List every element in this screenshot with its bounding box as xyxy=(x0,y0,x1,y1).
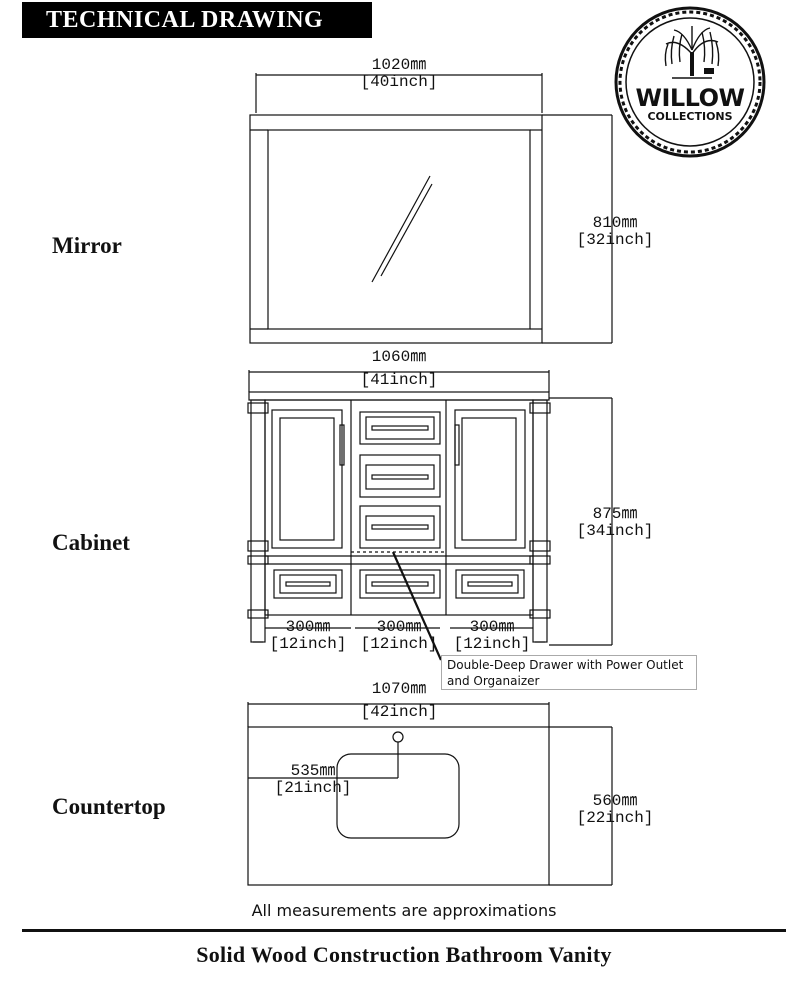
header-title: TECHNICAL DRAWING xyxy=(46,6,324,33)
bay-center-dim: 300㎜ [12inch] xyxy=(354,619,444,653)
logo-subtitle: COLLECTIONS xyxy=(647,110,733,123)
mirror-height-mm: 810㎜ xyxy=(592,214,638,232)
footer-divider xyxy=(22,929,786,932)
mirror-width-mm: 1020㎜ xyxy=(371,56,427,74)
countertop-drawing xyxy=(247,702,613,886)
countertop-label: Countertop xyxy=(52,794,166,819)
cabinet-width-dim: 1060㎜ [41inch] xyxy=(349,349,449,389)
sink-offset-dim: 535㎜ [21inch] xyxy=(258,763,368,797)
cabinet-label: Cabinet xyxy=(52,530,130,555)
cabinet-height-dim: 875㎜ [34inch] xyxy=(570,506,660,540)
cabinet-height-in: [34inch] xyxy=(576,522,654,540)
bay-left-in: [12inch] xyxy=(269,635,347,653)
countertop-width-in: [42inch] xyxy=(360,703,438,721)
approximation-note: All measurements are approximations xyxy=(251,901,557,920)
sink-offset-in: [21inch] xyxy=(274,779,352,797)
bay-center-mm: 300㎜ xyxy=(376,618,422,636)
header-banner: TECHNICAL DRAWING xyxy=(22,2,372,38)
logo-name: WILLOW xyxy=(635,84,745,112)
bay-left-dim: 300㎜ [12inch] xyxy=(263,619,353,653)
logo-emblem-icon xyxy=(614,6,766,158)
mirror-label: Mirror xyxy=(52,233,122,258)
countertop-width-mm: 1070㎜ xyxy=(371,680,427,698)
countertop-height-dim: 560㎜ [22inch] xyxy=(570,793,660,827)
bay-left-mm: 300㎜ xyxy=(285,618,331,636)
cabinet-drawing xyxy=(247,370,613,661)
bay-right-mm: 300㎜ xyxy=(469,618,515,636)
sink-offset-mm: 535㎜ xyxy=(290,762,336,780)
countertop-width-dim: 1070㎜ [42inch] xyxy=(349,681,449,721)
double-deep-drawer-callout: Double-Deep Drawer with Power Outlet and… xyxy=(441,655,697,690)
mirror-height-dim: 810㎜ [32inch] xyxy=(570,215,660,249)
mirror-width-in: [40inch] xyxy=(360,73,438,91)
bay-right-dim: 300㎜ [12inch] xyxy=(447,619,537,653)
cabinet-height-mm: 875㎜ xyxy=(592,505,638,523)
willow-collections-logo: WILLOW COLLECTIONS xyxy=(612,4,768,160)
footer-title: Solid Wood Construction Bathroom Vanity xyxy=(196,942,612,967)
cabinet-width-mm: 1060㎜ xyxy=(371,348,427,366)
mirror-height-in: [32inch] xyxy=(576,231,654,249)
cabinet-width-in: [41inch] xyxy=(360,371,438,389)
countertop-height-mm: 560㎜ xyxy=(592,792,638,810)
bay-center-in: [12inch] xyxy=(360,635,438,653)
mirror-width-dim: 1020㎜ [40inch] xyxy=(349,57,449,91)
countertop-height-in: [22inch] xyxy=(576,809,654,827)
bay-right-in: [12inch] xyxy=(453,635,531,653)
mirror-drawing xyxy=(249,73,613,344)
